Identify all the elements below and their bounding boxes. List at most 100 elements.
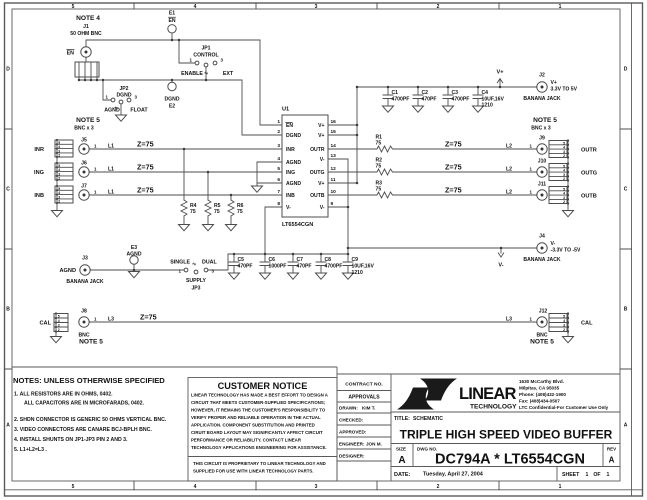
j12-type: BNC — [536, 333, 547, 339]
input-signal-ing: ING — [34, 170, 44, 176]
svg-text:4: 4 — [563, 319, 565, 323]
c5-ref: C5 — [238, 257, 245, 263]
svg-text:5: 5 — [563, 315, 565, 319]
notice-footer-line: SUPPLIED FOR USE WITH LINEAR TECHNOLOGY … — [193, 469, 314, 474]
u1-pin-num: 2 — [277, 129, 280, 135]
jp1-opt-enable: ENABLE — [181, 71, 203, 77]
e3-ref: E3 — [131, 245, 137, 251]
u1-pin-name: V+ — [318, 123, 324, 129]
l1-label: L1 — [108, 144, 114, 150]
u1-pin-num: 12 — [331, 166, 337, 172]
l2-label: L2 — [506, 167, 512, 173]
sheet-of-label: OF — [593, 472, 600, 478]
jp2-pin3: 3 — [135, 95, 138, 100]
j10-bnc — [536, 166, 548, 178]
svg-text:2: 2 — [58, 328, 60, 332]
r4-ref: R4 — [190, 203, 197, 209]
zone-labels: 5 4 3 2 1 5 4 3 2 1 D C B A D C B A — [6, 4, 628, 490]
jp3-opt-single: SINGLE — [170, 260, 190, 266]
z75-label: Z=75 — [137, 186, 154, 195]
u1-pin-name: AGND — [286, 181, 301, 187]
u1-pin-name: OUTR — [310, 147, 325, 153]
input-signal-inr: INR — [34, 147, 44, 153]
size-label: SIZE — [396, 447, 406, 452]
j6-bnc — [78, 166, 90, 178]
r6-ref: R6 — [237, 203, 244, 209]
svg-text:LTC Confidential-For Customer: LTC Confidential-For Customer Use Only — [519, 405, 609, 410]
zone-left: A — [6, 423, 10, 429]
note4-label: NOTE 4 — [76, 15, 100, 22]
e3-label: AGND — [127, 252, 142, 258]
svg-text:Milpitas, CA 95035: Milpitas, CA 95035 — [519, 386, 560, 391]
svg-text:Phone: (408)432-1900: Phone: (408)432-1900 — [519, 392, 566, 397]
u1-pin-name: V- — [320, 205, 325, 211]
e2-label: DGND — [165, 97, 180, 103]
c4-val: 10UF,16V — [482, 97, 505, 103]
j5-bnc — [78, 143, 90, 155]
j12-ref: J12 — [539, 309, 548, 315]
approved-label: APPROVED: — [339, 430, 367, 435]
zone-top: 3 — [315, 4, 318, 10]
date-value: Tuesday, April 27, 2004 — [423, 472, 484, 478]
j9-bnc — [536, 143, 548, 155]
svg-text:3: 3 — [563, 150, 565, 154]
svg-text:5: 5 — [563, 141, 565, 145]
j1-bnc — [80, 46, 92, 58]
e1-label: EN — [168, 18, 175, 24]
jp1-ref: JP1 — [201, 46, 210, 52]
j2-ref: J2 — [539, 73, 545, 79]
z75-label: Z=75 — [445, 140, 462, 149]
jp3-pin3: 3 — [212, 269, 215, 274]
output-signal-outr: OUTR — [581, 148, 597, 154]
j3-bnc — [79, 264, 91, 276]
svg-text:2: 2 — [58, 177, 60, 181]
vplus-rail-label: V+ — [497, 70, 505, 76]
note-line: 4. INSTALL SHUNTS ON JP1-JP3 PIN 2 AND 3… — [14, 437, 128, 443]
zone-right: D — [624, 67, 628, 73]
c2-ref: C2 — [422, 90, 429, 96]
j1-desc: 50 OHM BNC — [70, 31, 102, 37]
l2-label: L2 — [506, 190, 512, 196]
u1-pin-name: INB — [286, 193, 295, 199]
j8-ref: J8 — [81, 309, 87, 315]
j4-bnc — [536, 242, 548, 254]
u1-part: LT6554CGN — [282, 222, 313, 228]
schematic-labels: NOTE 4 J1 50 OHM BNC EN E1 EN JP1 CONTRO… — [34, 11, 597, 346]
j6-ref: J6 — [81, 161, 87, 167]
j2-bnc — [536, 81, 548, 93]
notice-line: CIRCUIT THAT MEETS CUSTOMER-SUPPLIED SPE… — [191, 400, 326, 405]
u1-pin-name: V+ — [318, 181, 324, 187]
company-name2: TECHNOLOGY — [470, 404, 517, 411]
drawing-title: TRIPLE HIGH SPEED VIDEO BUFFER — [400, 428, 613, 442]
u1-pin-name: OUTG — [310, 170, 325, 176]
j11-bnc — [536, 189, 548, 201]
z75-label: Z=75 — [445, 163, 462, 172]
j11-ref: J11 — [538, 182, 546, 188]
note5-label: NOTE 5 — [76, 117, 100, 124]
l1-label: L1 — [108, 190, 114, 196]
u1-pin-num: 4 — [277, 156, 280, 162]
r1-val: 75 — [376, 141, 382, 147]
u1-pin-name: V- — [320, 157, 325, 163]
zone-bottom: 4 — [194, 484, 197, 490]
u1-body — [281, 114, 329, 218]
e2-turret — [167, 81, 177, 92]
jp2-pin2: 2 — [113, 105, 119, 110]
svg-text:5: 5 — [58, 141, 60, 145]
j3-type: BANANA JACK — [66, 279, 103, 285]
note5-label: NOTE 5 — [530, 339, 554, 346]
note-line: 5. L1+L2=L3 . — [14, 447, 47, 453]
contract-label: CONTRACT NO. — [345, 382, 383, 388]
notice-footer-line: THIS CIRCUIT IS PROPRIETARY TO LINEAR TE… — [193, 461, 326, 466]
jp2-opt-agnd: AGND — [104, 108, 120, 114]
jp2-pin1: 1 — [106, 95, 109, 100]
j12-pin: 1 — [530, 317, 533, 322]
cal-signal-right: CAL — [581, 321, 593, 327]
r4-val: 75 — [190, 209, 196, 215]
z75-label: Z=75 — [137, 163, 154, 172]
zone-right: B — [624, 307, 628, 313]
j3-signal: AGND — [60, 268, 76, 274]
r5-ref: R5 — [214, 203, 221, 209]
svg-text:4: 4 — [563, 146, 565, 150]
